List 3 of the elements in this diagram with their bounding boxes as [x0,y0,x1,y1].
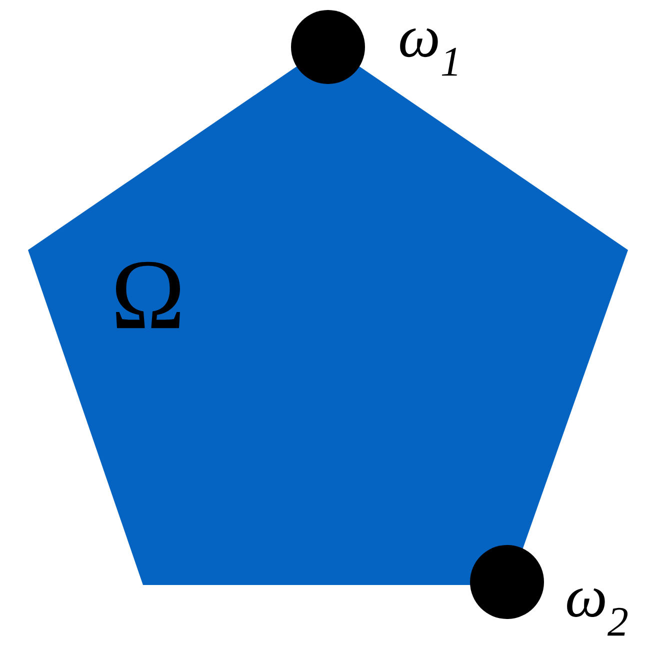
vertex-dot [470,545,544,619]
vertex-label: ω$_{2}$ [567,588,628,636]
vertex-dot [291,10,365,84]
